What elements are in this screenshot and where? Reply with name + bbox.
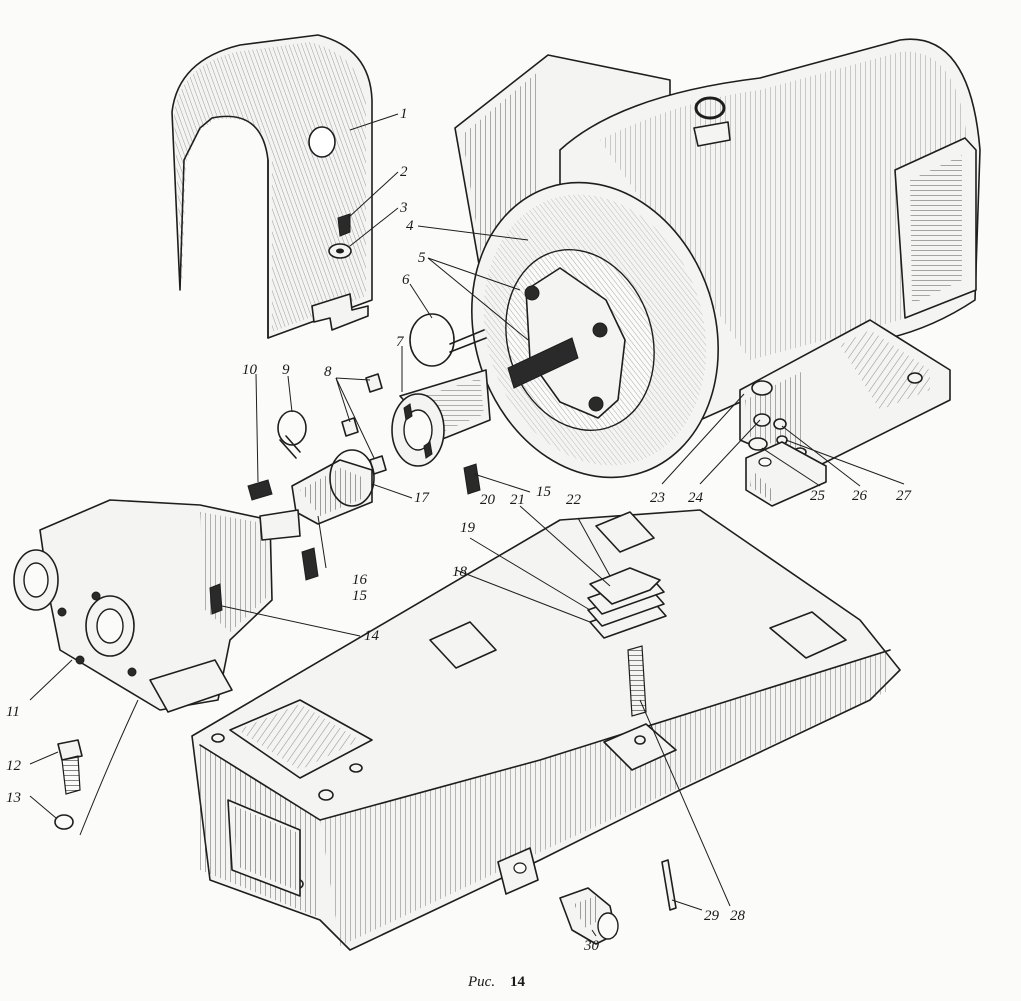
label-part-30: 30 — [583, 938, 600, 954]
label-part-28: 28 — [730, 908, 746, 924]
spring-ring-9 — [277, 410, 307, 459]
label-part-21: 21 — [510, 492, 525, 508]
leader-wire-13 — [79, 699, 139, 836]
label-part-18: 18 — [452, 564, 468, 580]
caption-number: 14 — [510, 974, 526, 990]
label-part-19: 19 — [460, 520, 476, 536]
label-part-6: 6 — [402, 272, 410, 288]
electric-motor — [454, 38, 981, 479]
set-screw-15a — [463, 463, 481, 495]
pin-29 — [661, 859, 677, 911]
label-part-8: 8 — [324, 364, 332, 380]
ring-17 — [329, 449, 375, 507]
leader-lines — [29, 113, 905, 937]
label-part-3: 3 — [399, 200, 408, 216]
shim-stack — [587, 567, 667, 639]
caption-prefix: Рис. — [467, 974, 495, 990]
label-part-12: 12 — [6, 758, 22, 774]
label-part-1: 1 — [400, 106, 408, 122]
screw-2 — [337, 213, 351, 237]
label-part-23: 23 — [650, 490, 665, 506]
washer-3 — [328, 243, 352, 259]
gear-pump-11 — [13, 499, 301, 713]
bolt-12 — [57, 739, 83, 795]
set-screw-15b — [301, 547, 319, 581]
label-part-15a: 15 — [536, 484, 552, 500]
lock-washer-13 — [54, 814, 74, 830]
label-part-15b: 15 — [352, 588, 368, 604]
washers-23-27 — [745, 380, 827, 507]
key-10 — [247, 479, 273, 501]
label-part-16: 16 — [352, 572, 368, 588]
spring-ring-6 — [409, 313, 487, 367]
part-labels: 1 2 3 4 5 6 7 8 9 10 11 12 13 14 15 15 1… — [6, 106, 913, 954]
label-part-14: 14 — [364, 628, 380, 644]
label-part-9: 9 — [282, 362, 290, 378]
label-part-25: 25 — [810, 488, 826, 504]
fitting-30 — [559, 887, 619, 945]
figure-caption: Рис. 14 — [467, 974, 526, 990]
guard-cover — [171, 34, 373, 339]
label-part-29: 29 — [704, 908, 720, 924]
label-part-24: 24 — [688, 490, 704, 506]
rollers-8 — [341, 373, 387, 475]
coupling-half-7 — [391, 369, 491, 467]
label-part-7: 7 — [396, 334, 405, 350]
label-part-4: 4 — [406, 218, 414, 234]
label-part-13: 13 — [6, 790, 21, 806]
base-frame — [191, 509, 901, 951]
label-part-26: 26 — [852, 488, 868, 504]
label-part-27: 27 — [896, 488, 913, 504]
label-part-11: 11 — [6, 704, 20, 720]
label-part-2: 2 — [400, 164, 408, 180]
coupling-16 — [291, 459, 373, 525]
label-part-5: 5 — [418, 250, 426, 266]
label-part-10: 10 — [242, 362, 258, 378]
stud-28 — [627, 645, 647, 717]
label-part-20: 20 — [480, 492, 496, 508]
label-part-22: 22 — [566, 492, 582, 508]
label-part-17: 17 — [414, 490, 431, 506]
